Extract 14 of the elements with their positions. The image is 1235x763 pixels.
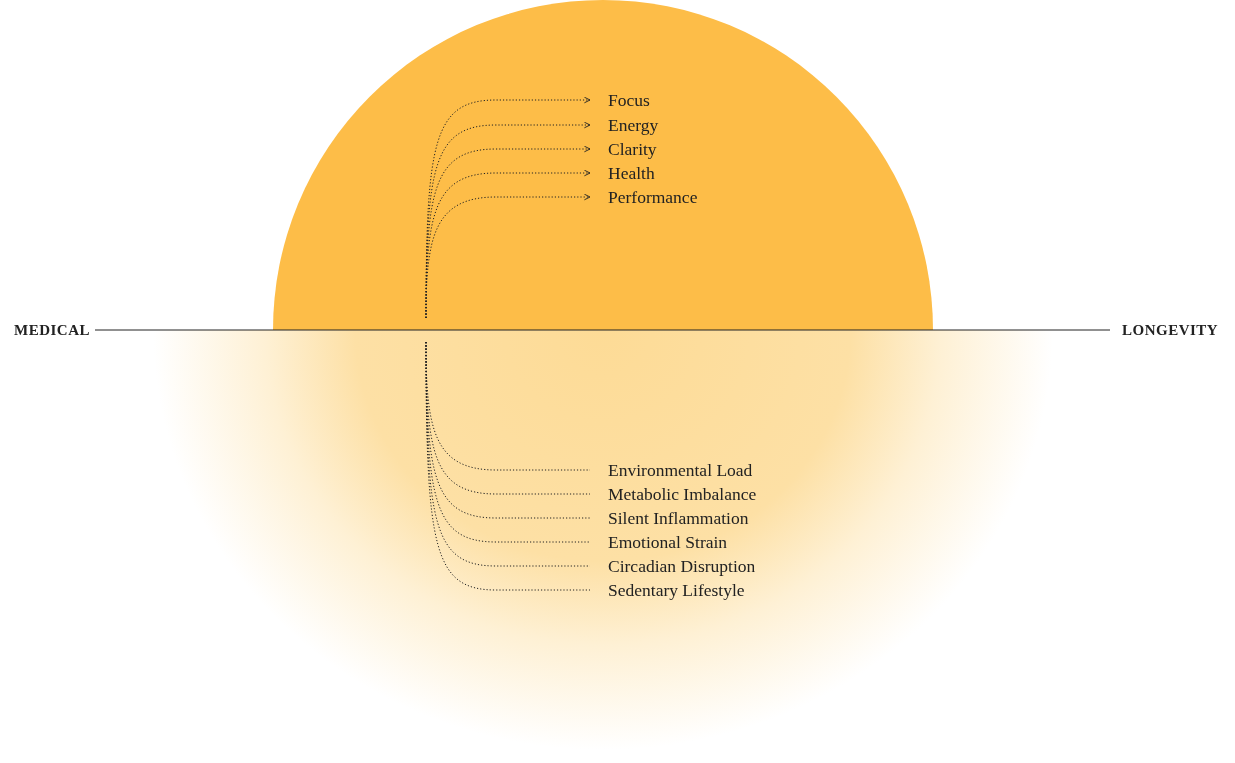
item-label: Clarity <box>608 139 657 159</box>
item-label: Circadian Disruption <box>608 556 756 576</box>
axis-end-label: MEDICAL <box>14 320 90 340</box>
item-label: Environmental Load <box>608 460 753 480</box>
item-label: Energy <box>608 115 659 135</box>
item-label: Silent Inflammation <box>608 508 749 528</box>
item-label: Sedentary Lifestyle <box>608 580 745 600</box>
axis-end-label: LONGEVITY <box>1122 320 1219 340</box>
item-label: Health <box>608 163 655 183</box>
item-label: Focus <box>608 90 650 110</box>
item-label: Metabolic Imbalance <box>608 484 757 504</box>
horizon-line <box>94 329 1111 331</box>
item-label: Performance <box>608 187 698 207</box>
item-label: Emotional Strain <box>608 532 728 552</box>
